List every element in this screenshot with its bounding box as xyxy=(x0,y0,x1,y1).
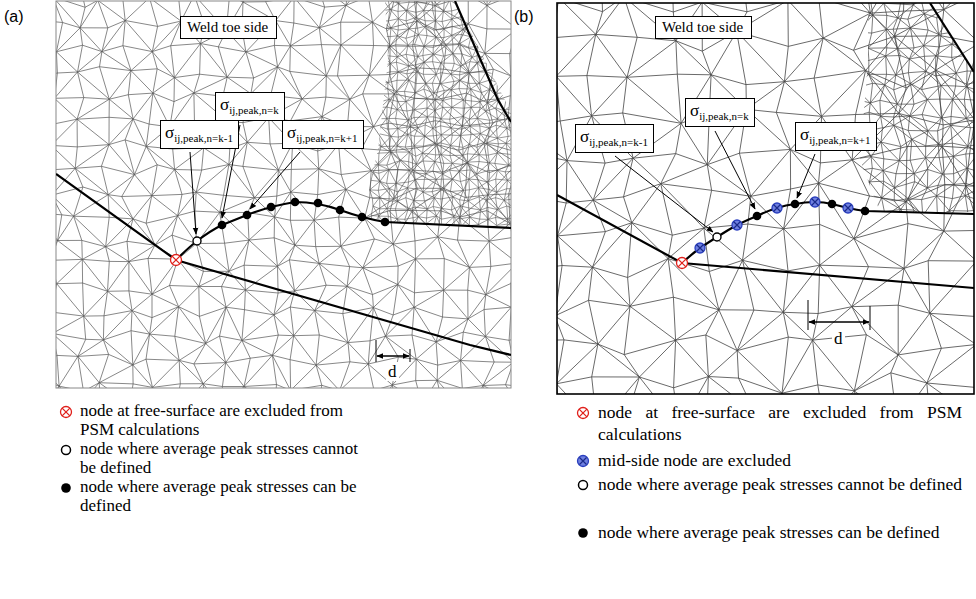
mesh-b xyxy=(557,3,974,394)
edges-b xyxy=(557,3,974,288)
edges-a xyxy=(56,1,511,355)
callout-subscript: ij,peak,n=k+1 xyxy=(809,134,870,146)
dimension-a xyxy=(376,340,410,362)
fe-nodes-a xyxy=(171,198,390,266)
callout-subscript: ij,peak,n=k-1 xyxy=(589,136,648,148)
legend-marker xyxy=(59,443,73,457)
dimension-label: d xyxy=(386,362,399,381)
legend-text: node at free-surface are excluded from P… xyxy=(598,401,962,445)
dimension-label: d xyxy=(832,329,845,348)
stress-callout-box: σij,peak,n=k xyxy=(215,92,285,121)
legend-text: node where average peak stresses cannot … xyxy=(598,473,962,495)
stress-callout-box: σij,peak,n=k+1 xyxy=(282,120,364,149)
panel-label: (b) xyxy=(512,8,536,26)
dimension-b xyxy=(808,300,870,330)
callout-subscript: ij,peak,n=k-1 xyxy=(174,132,233,144)
callout-text: σ xyxy=(220,95,229,114)
callout-text: σ xyxy=(800,125,809,144)
frame-a xyxy=(56,1,511,388)
callout-subscript: ij,peak,n=k+1 xyxy=(296,132,357,144)
mesh-a-fine xyxy=(369,0,527,247)
legend-marker xyxy=(576,526,590,540)
stress-callout-box: σij,peak,n=k+1 xyxy=(795,122,877,151)
callout-text: σ xyxy=(165,123,174,142)
callout-text: σ xyxy=(690,101,699,120)
mesh-lines xyxy=(369,0,527,247)
legend-marker xyxy=(59,481,73,495)
callout-text: Weld toe side xyxy=(662,19,743,35)
legend-text: node where average peak stresses cannot … xyxy=(80,439,376,477)
mesh-a xyxy=(56,1,511,388)
mesh-lines xyxy=(557,3,974,394)
callout-text: σ xyxy=(580,127,589,146)
legend-marker xyxy=(576,406,590,420)
legend-text: mid-side node are excluded xyxy=(598,449,962,471)
legend-text: node at free-surface are excluded from P… xyxy=(80,401,376,439)
callout-text: σ xyxy=(287,123,296,142)
stress-callout-box: σij,peak,n=k-1 xyxy=(575,124,654,153)
callout-text: Weld toe side xyxy=(187,19,268,35)
legend-text: node where average peak stresses can be … xyxy=(598,521,962,543)
panel-label: (a) xyxy=(2,8,26,26)
mesh-lines xyxy=(56,1,511,388)
legend-marker xyxy=(576,478,590,492)
region-label-box: Weld toe side xyxy=(655,16,752,39)
fe-nodes-b xyxy=(677,197,870,269)
callout-subscript: ij,peak,n=k xyxy=(699,110,749,122)
stress-callout-box: σij,peak,n=k xyxy=(685,98,755,127)
callout-subscript: ij,peak,n=k xyxy=(229,104,279,116)
legend-marker xyxy=(576,454,590,468)
legend-text: node where average peak stresses can be … xyxy=(80,477,376,515)
frame-b xyxy=(557,3,974,394)
stress-callout-box: σij,peak,n=k-1 xyxy=(160,120,239,149)
region-label-box: Weld toe side xyxy=(180,16,277,39)
legend-marker xyxy=(59,405,73,419)
